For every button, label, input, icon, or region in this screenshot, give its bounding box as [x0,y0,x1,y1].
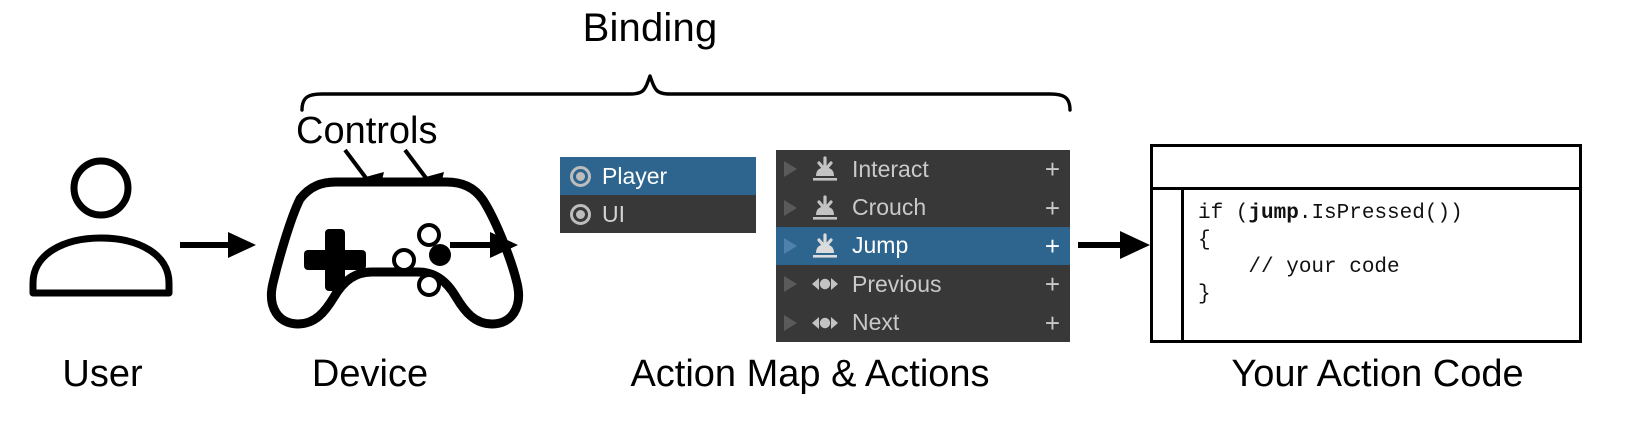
brace-icon [300,74,1072,112]
action-map-row-player[interactable]: Player [560,157,756,195]
arrow-right-icon [180,232,256,258]
controls-annotation-label: Controls [296,110,438,152]
code-gutter [1153,190,1184,343]
foldout-triangle-icon[interactable] [784,199,797,216]
face-buttons-icon [392,223,451,297]
code-window-body: if (jump.IsPressed()) { // your code} [1153,190,1579,343]
caption-your-action-code: Your Action Code [1231,353,1524,395]
code-line: // your code [1198,256,1400,279]
action-label: Jump [852,232,909,259]
action-map-row-ui[interactable]: UI [560,195,756,233]
code-window: if (jump.IsPressed()) { // your code} [1150,144,1582,343]
plus-icon[interactable]: + [1044,269,1060,300]
foldout-triangle-icon[interactable] [784,237,797,254]
foldout-triangle-icon[interactable] [784,314,797,331]
action-map-radio-icon [570,165,591,187]
action-row-previous[interactable]: Previous + [776,265,1070,304]
action-map-panel: Player UI [560,157,756,233]
code-window-titlebar [1153,147,1579,190]
caption-user: User [62,353,143,395]
binding-annotation-label: Binding [582,6,718,50]
user-icon [29,157,173,297]
gamepad-icon [267,177,523,329]
action-row-crouch[interactable]: Crouch + [776,188,1070,227]
foldout-triangle-icon[interactable] [784,276,797,293]
action-map-label: UI [602,200,625,227]
arrow-right-icon [450,232,518,258]
arrow-right-icon [1078,231,1150,259]
button-action-icon [813,156,837,181]
plus-icon[interactable]: + [1044,230,1060,261]
axis-action-icon [812,316,838,329]
foldout-triangle-icon[interactable] [784,161,797,178]
action-map-radio-icon [570,203,591,225]
button-action-icon [813,233,837,258]
action-label: Interact [852,155,929,182]
code-line: } [1198,283,1211,306]
axis-action-icon [812,278,838,291]
action-row-jump[interactable]: Jump + [776,226,1070,266]
action-row-next[interactable]: Next + [776,303,1070,342]
controls-arrow-icons [343,148,444,196]
caption-device: Device [311,353,429,395]
plus-icon[interactable]: + [1044,307,1060,338]
plus-icon[interactable]: + [1044,154,1060,185]
caption-action-map-and-actions: Action Map & Actions [630,353,990,395]
code-text[interactable]: if (jump.IsPressed()) { // your code} [1184,190,1579,343]
action-label: Crouch [852,194,927,221]
code-line: if (jump.IsPressed()) [1198,202,1463,225]
action-label: Previous [852,270,942,297]
action-map-label: Player [602,162,668,189]
actions-panel: Interact + Crouch + Jump + Previous [776,150,1070,342]
button-action-icon [813,194,837,220]
action-row-interact[interactable]: Interact + [776,150,1070,189]
dpad-icon [304,229,366,291]
action-label: Next [852,309,900,336]
plus-icon[interactable]: + [1044,192,1060,223]
code-line: { [1198,229,1211,252]
